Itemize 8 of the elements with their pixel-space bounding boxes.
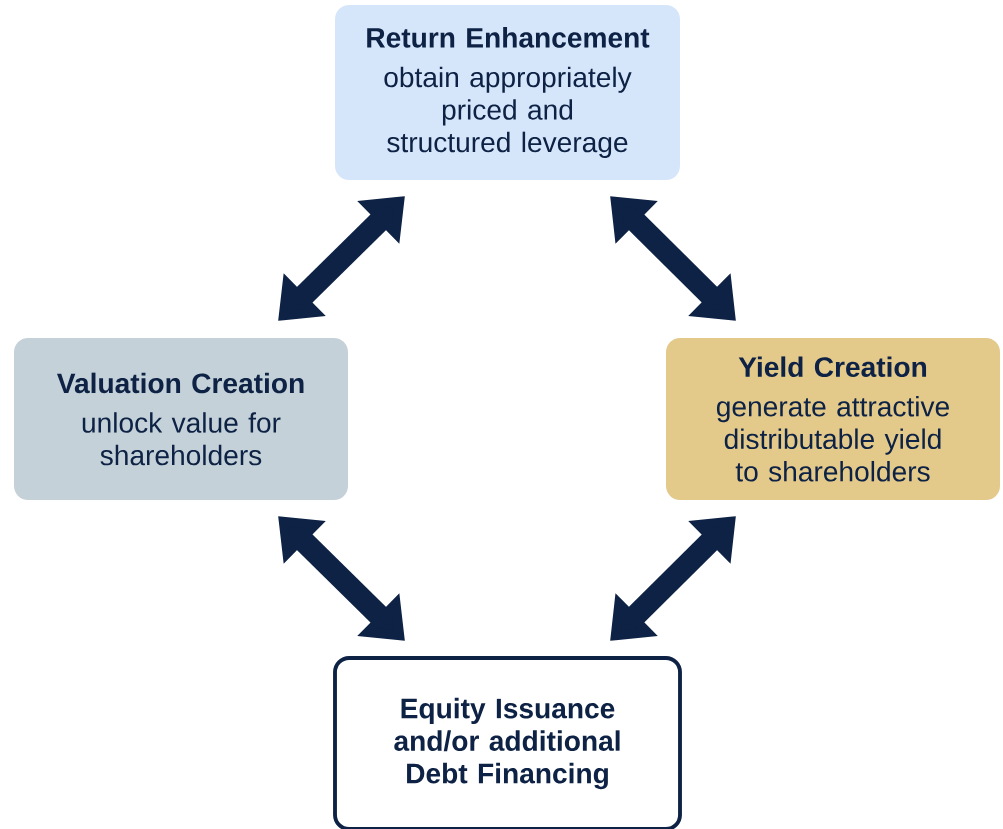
process-box: Equity Issuance and/or additional Debt Financing xyxy=(333,656,682,829)
double-arrow xyxy=(610,516,736,641)
double-arrow xyxy=(610,196,736,321)
double-arrow xyxy=(278,196,405,321)
process-box: Valuation Creation unlock value for shareholders xyxy=(14,338,348,500)
double-arrow xyxy=(278,516,405,641)
process-box: Return Enhancement obtain appropriately priced and structured leverage xyxy=(335,5,680,180)
process-box: Yield Creation generate attractive distributable yield to shareholders xyxy=(666,338,1000,500)
